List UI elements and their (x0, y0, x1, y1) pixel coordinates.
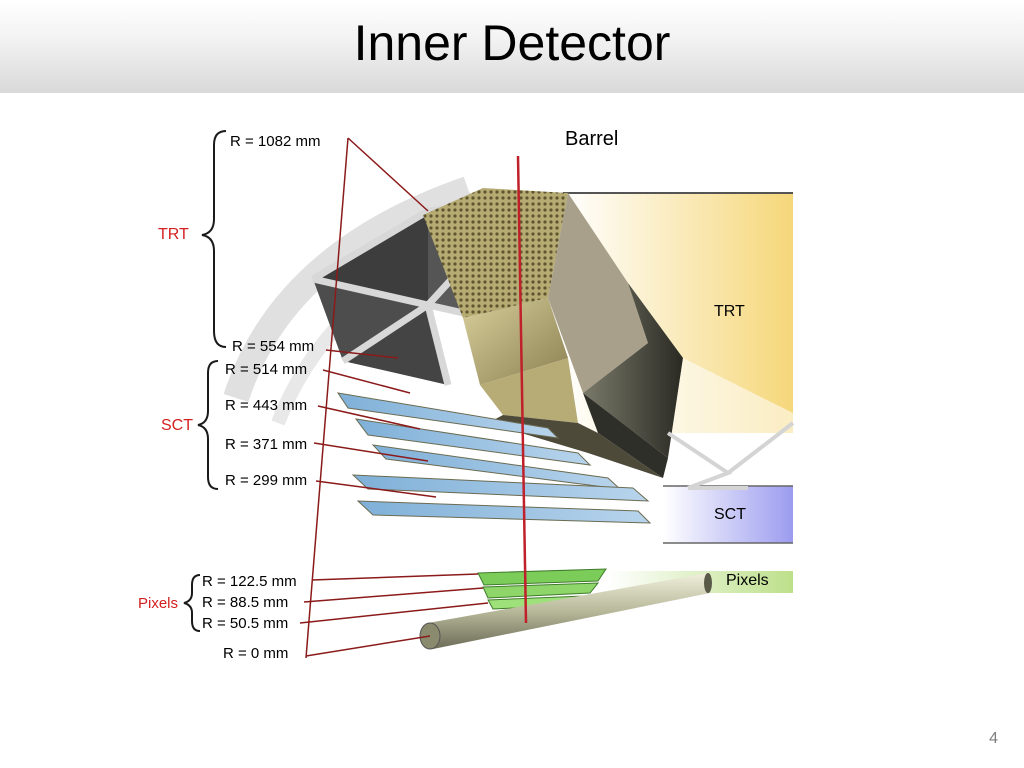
trt-group-label: TRT (158, 226, 189, 243)
sct-band-label: SCT (714, 506, 746, 523)
radius-label-0: R = 0 mm (223, 645, 289, 662)
sct-group-label: SCT (161, 417, 193, 434)
radius-label-371: R = 371 mm (225, 436, 308, 453)
radius-label-122-5: R = 122.5 mm (202, 573, 297, 590)
barrel-label: Barrel (565, 128, 619, 150)
radius-label-88-5: R = 88.5 mm (202, 594, 289, 611)
pixels-group-label: Pixels (138, 595, 179, 612)
detector-illustration (183, 130, 795, 659)
radius-label-299: R = 299 mm (225, 472, 308, 489)
title-bar (0, 0, 1024, 93)
group-braces (183, 130, 227, 632)
pixels-band-label: Pixels (726, 572, 769, 589)
radius-label-50-5: R = 50.5 mm (202, 615, 289, 632)
radius-label-1082: R = 1082 mm (230, 133, 321, 150)
radius-label-514: R = 514 mm (225, 361, 308, 378)
page-number: 4 (989, 730, 998, 747)
radius-label-443: R = 443 mm (225, 397, 308, 414)
inner-detector-diagram: Barrel TRT SCT Pixels R = 1082 mm R = 55… (128, 93, 803, 693)
sct-modules (336, 392, 652, 524)
slide-title: Inner Detector (353, 15, 671, 71)
trt-band-label: TRT (714, 303, 745, 320)
barrel-axis-line (516, 155, 528, 624)
leader-lines (299, 137, 489, 659)
trt-modules (423, 188, 568, 318)
beam-pipe (428, 573, 710, 649)
radius-label-554: R = 554 mm (232, 338, 315, 355)
sct-band (663, 486, 793, 543)
